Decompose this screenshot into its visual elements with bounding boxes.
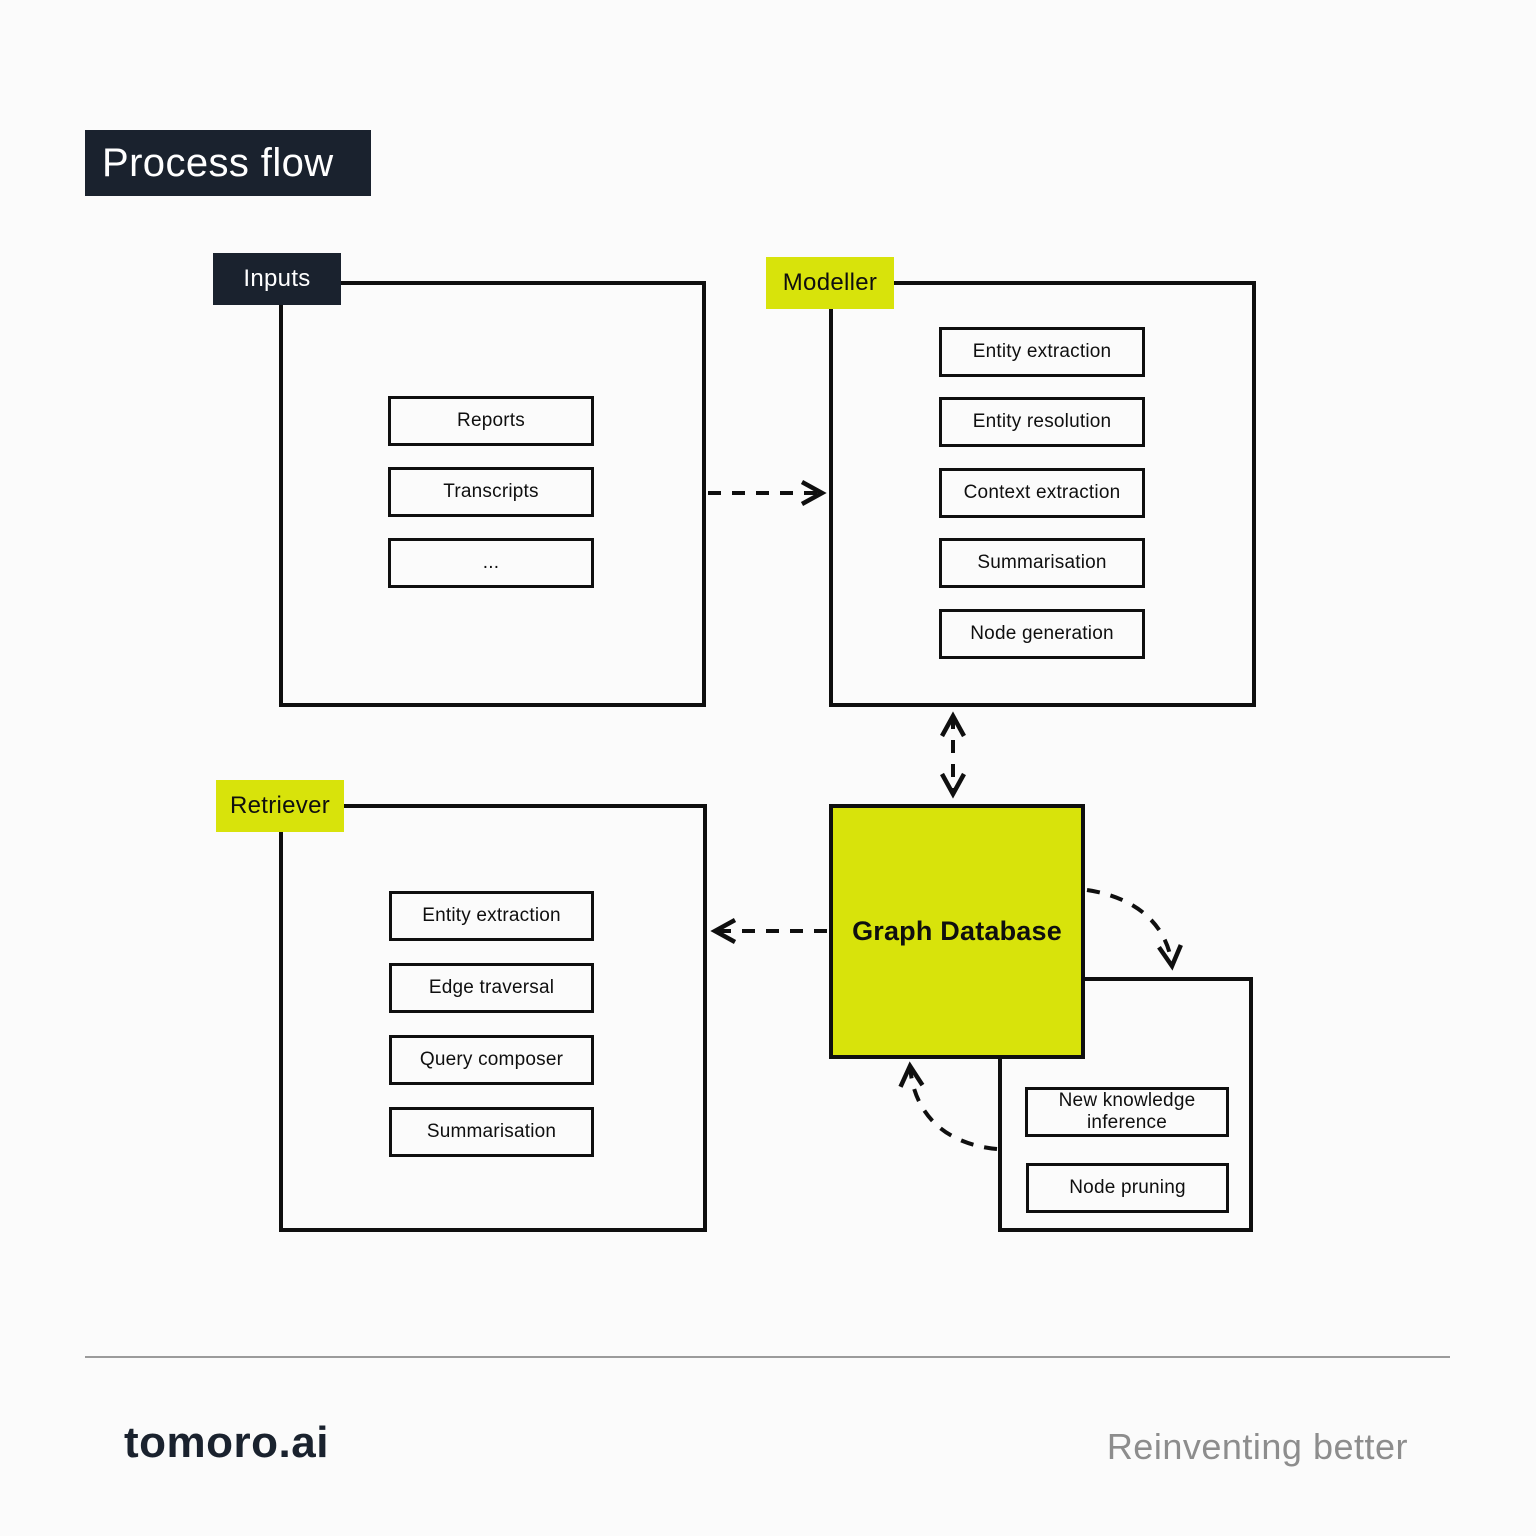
maintenance-item-new-knowledge-inference: New knowledge inference xyxy=(1025,1087,1229,1137)
modeller-item-entity-resolution: Entity resolution xyxy=(939,397,1145,447)
retriever-item-query-composer: Query composer xyxy=(389,1035,594,1085)
modeller-item-context-extraction: Context extraction xyxy=(939,468,1145,518)
footer-tagline: Reinventing better xyxy=(1106,1426,1408,1467)
modeller-group-label: Modeller xyxy=(766,257,894,309)
inputs-group-box xyxy=(279,281,706,707)
retriever-group-box xyxy=(279,804,707,1232)
modeller-item-entity-extraction: Entity extraction xyxy=(939,327,1145,377)
retriever-item-entity-extraction: Entity extraction xyxy=(389,891,594,941)
inputs-item-ellipsis: ... xyxy=(388,538,594,588)
inputs-item-transcripts: Transcripts xyxy=(388,467,594,517)
modeller-group-box xyxy=(829,281,1256,707)
retriever-item-summarisation: Summarisation xyxy=(389,1107,594,1157)
arrow-graphdb-to-maintenance-icon xyxy=(1086,888,1183,971)
maintenance-item-node-pruning: Node pruning xyxy=(1026,1163,1229,1213)
modeller-item-node-generation: Node generation xyxy=(939,609,1145,659)
inputs-item-reports: Reports xyxy=(388,396,594,446)
modeller-item-summarisation: Summarisation xyxy=(939,538,1145,588)
arrow-maintenance-to-graphdb-icon xyxy=(898,1061,998,1151)
retriever-item-edge-traversal: Edge traversal xyxy=(389,963,594,1013)
inputs-group-label: Inputs xyxy=(213,253,341,305)
graph-database-node: Graph Database xyxy=(829,804,1085,1059)
tomoro-logo: tomoro.ai xyxy=(124,1418,329,1467)
footer-divider xyxy=(85,1356,1450,1358)
page-title: Process flow xyxy=(85,130,371,196)
retriever-group-label: Retriever xyxy=(216,780,344,832)
